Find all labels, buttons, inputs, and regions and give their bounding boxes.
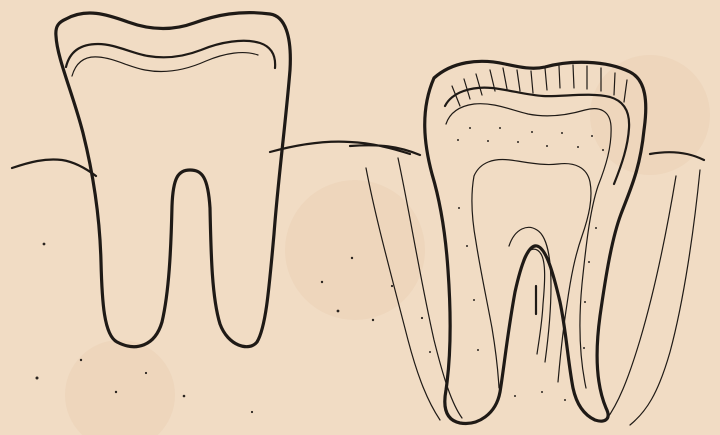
tooth-diagram-canvas bbox=[0, 0, 720, 435]
